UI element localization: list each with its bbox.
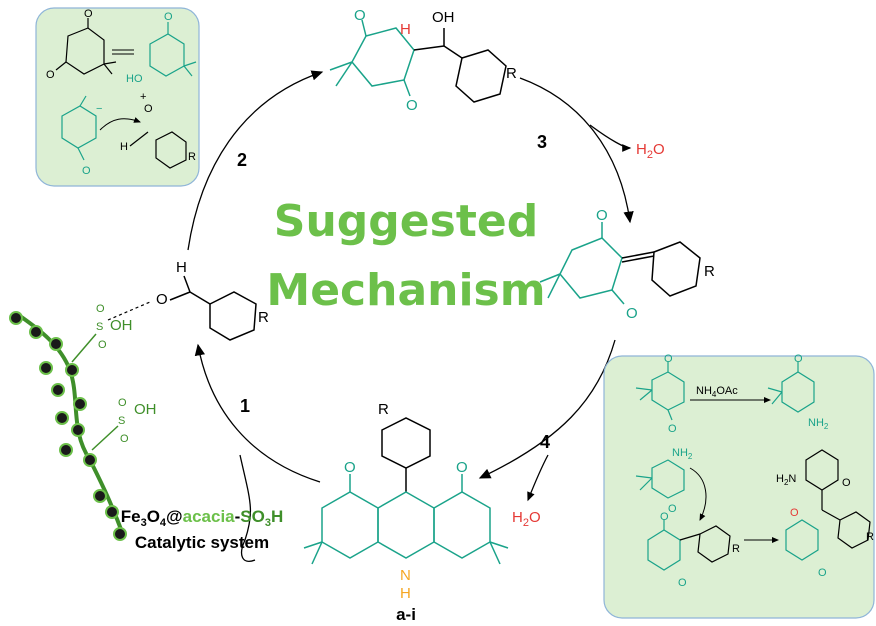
svg-text:O: O bbox=[668, 503, 677, 515]
arrow-step-1 bbox=[194, 343, 321, 483]
svg-text:H: H bbox=[400, 585, 411, 602]
svg-text:O: O bbox=[354, 7, 366, 24]
arrow-step-2 bbox=[187, 70, 324, 251]
svg-text:H: H bbox=[120, 141, 128, 153]
activated-aldehyde: H O R bbox=[107, 259, 269, 341]
svg-text:O: O bbox=[46, 69, 55, 81]
svg-text:O: O bbox=[82, 165, 91, 177]
svg-text:HO: HO bbox=[126, 73, 143, 85]
michael-cyclization-box: O O NH4OAc O NH2 NH2 O O O R O H2N bbox=[603, 353, 875, 619]
water-byproduct-4: H2O bbox=[512, 509, 541, 529]
svg-text:−: − bbox=[96, 103, 102, 115]
svg-text:R: R bbox=[188, 151, 196, 163]
svg-text:R: R bbox=[866, 531, 874, 543]
title-line-1: Suggested bbox=[274, 196, 538, 247]
svg-text:O: O bbox=[790, 507, 799, 519]
svg-text:O: O bbox=[818, 567, 827, 579]
catalyst-strand: S O O OH S O O OH bbox=[9, 303, 157, 541]
arrow-catalyst bbox=[239, 454, 256, 562]
acridinedione-product: R O O N H a-i bbox=[303, 401, 509, 624]
arrow-water-3 bbox=[589, 124, 632, 152]
svg-text:S: S bbox=[96, 321, 103, 333]
svg-text:O: O bbox=[794, 353, 803, 365]
svg-text:O: O bbox=[98, 339, 107, 351]
svg-text:O: O bbox=[626, 305, 638, 322]
catalyst-formula: Fe3O4@acacia-SO3H bbox=[121, 507, 284, 529]
svg-text:R: R bbox=[258, 309, 269, 326]
svg-text:H: H bbox=[400, 21, 411, 38]
svg-text:O: O bbox=[678, 577, 687, 589]
svg-text:OH: OH bbox=[432, 9, 455, 26]
svg-text:R: R bbox=[506, 65, 517, 82]
svg-text:O: O bbox=[668, 423, 677, 435]
svg-text:O: O bbox=[144, 103, 153, 115]
svg-text:OH: OH bbox=[110, 317, 133, 334]
product-label: a-i bbox=[396, 605, 416, 624]
svg-text:+: + bbox=[140, 91, 146, 103]
svg-text:H: H bbox=[176, 259, 187, 276]
arrow-step-4 bbox=[478, 339, 616, 479]
cycle-arrows bbox=[187, 70, 634, 562]
svg-text:NH2: NH2 bbox=[672, 447, 693, 461]
svg-text:O: O bbox=[456, 459, 468, 476]
step-3-label: 3 bbox=[537, 132, 547, 152]
svg-text:O: O bbox=[596, 207, 608, 224]
svg-text:O: O bbox=[344, 459, 356, 476]
svg-text:NH4OAc: NH4OAc bbox=[696, 385, 738, 399]
water-byproduct-3: H2O bbox=[636, 141, 665, 161]
title-line-2: Mechanism bbox=[266, 265, 545, 316]
svg-text:O: O bbox=[156, 291, 168, 308]
knoevenagel-intermediate: O O R bbox=[539, 207, 715, 322]
svg-text:O: O bbox=[660, 511, 669, 523]
svg-text:OH: OH bbox=[134, 401, 157, 418]
svg-text:N: N bbox=[400, 567, 411, 584]
svg-text:S: S bbox=[118, 415, 125, 427]
svg-text:O: O bbox=[120, 433, 129, 445]
svg-text:NH2: NH2 bbox=[808, 417, 829, 431]
svg-text:O: O bbox=[842, 477, 851, 489]
svg-text:R: R bbox=[732, 543, 740, 555]
svg-text:O: O bbox=[664, 353, 673, 365]
catalyst-caption: Catalytic system bbox=[135, 533, 269, 552]
svg-text:R: R bbox=[378, 401, 389, 418]
aldol-intermediate: O O H OH R bbox=[329, 7, 517, 114]
svg-text:O: O bbox=[406, 97, 418, 114]
svg-text:O: O bbox=[84, 8, 93, 20]
svg-text:R: R bbox=[704, 263, 715, 280]
step-2-label: 2 bbox=[237, 150, 247, 170]
arrow-water-4 bbox=[527, 454, 549, 502]
svg-text:H2N: H2N bbox=[776, 473, 796, 487]
svg-text:O: O bbox=[96, 303, 105, 315]
step-4-label: 4 bbox=[540, 432, 550, 452]
step-1-label: 1 bbox=[240, 396, 250, 416]
enolization-box: O O O HO O − H O + R bbox=[35, 7, 200, 187]
svg-text:O: O bbox=[118, 397, 127, 409]
arrow-step-3 bbox=[519, 77, 634, 224]
svg-text:O: O bbox=[164, 11, 173, 23]
